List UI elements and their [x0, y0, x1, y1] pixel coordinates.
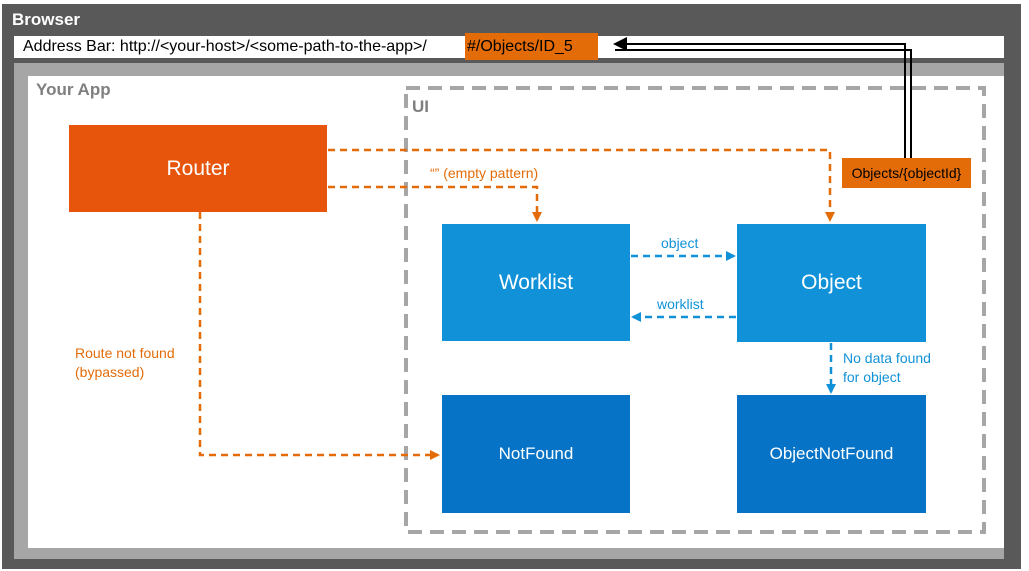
object-nav-label: object: [661, 235, 699, 251]
route-pattern-link-arrow: [613, 37, 912, 158]
worklist-view-node: Worklist: [442, 224, 630, 341]
worklist-nav-label: worklist: [657, 296, 704, 312]
route-pattern-label: Objects/{objectId}: [851, 165, 962, 181]
objectnotfound-label: ObjectNotFound: [769, 444, 894, 463]
worklist-label: Worklist: [498, 270, 574, 294]
route-not-found-label-line2: (bypassed): [75, 364, 145, 380]
ui-region-title: UI: [412, 97, 429, 116]
route-not-found-label-line1: Route not found: [75, 345, 175, 361]
route-pattern-badge: Objects/{objectId}: [842, 158, 971, 188]
address-bar-text: Address Bar: http://<your-host>/<some-pa…: [23, 38, 427, 55]
objectnotfound-view-node: ObjectNotFound: [737, 395, 926, 513]
router-to-notfound-arrow: [198, 212, 440, 460]
browser-title: Browser: [12, 10, 81, 29]
ui-region-border: [404, 86, 986, 534]
notfound-view-node: NotFound: [442, 395, 630, 513]
empty-pattern-label: “” (empty pattern): [430, 165, 539, 181]
router-to-object-arrow: [328, 148, 835, 222]
app-title: Your App: [36, 80, 111, 99]
url-hash-text: #/Objects/ID_5: [467, 38, 573, 55]
no-data-label-line2: for object: [843, 369, 901, 385]
notfound-label: NotFound: [498, 444, 574, 463]
router-node: Router: [69, 125, 327, 212]
no-data-label-line1: No data found: [843, 350, 931, 366]
router-label: Router: [166, 156, 230, 180]
router-to-worklist-arrow: [328, 185, 542, 222]
object-label: Object: [801, 271, 862, 294]
object-view-node: Object: [737, 224, 926, 342]
url-hash-highlight: [465, 33, 598, 60]
